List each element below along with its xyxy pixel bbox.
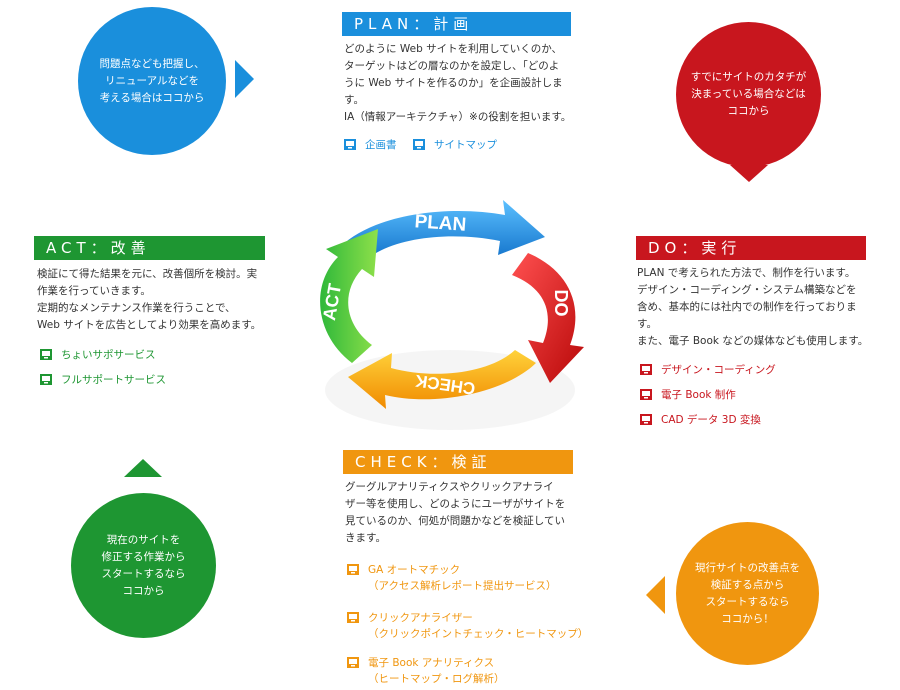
check-link-label: GA オートマチック （アクセス解析レポート提出サービス） <box>368 564 557 592</box>
plan-description: どのように Web サイトを利用していくのか、 ターゲットはどの層なのかを設定し… <box>344 43 572 123</box>
do-bubble-arrow <box>730 165 768 182</box>
cycle-label-do: DO <box>551 290 571 317</box>
check-title: CHECK：検証 <box>355 453 492 471</box>
monitor-icon <box>640 414 652 425</box>
act-link-label: ちょいサポサービス <box>61 349 156 361</box>
act-description: 検証にて得た結果を元に、改善個所を検討。実 作業を行っていきます。 定期的なメン… <box>37 268 262 331</box>
check-header: CHECK：検証 <box>343 450 573 474</box>
monitor-icon <box>640 389 652 400</box>
do-link-ebook[interactable]: 電子 Book 制作 <box>640 387 736 403</box>
plan-link-label: サイトマップ <box>434 139 497 151</box>
act-link-full-support[interactable]: フルサポートサービス <box>40 372 166 388</box>
check-link-label: 電子 Book アナリティクス （ヒートマップ・ログ解析） <box>368 657 505 685</box>
do-header: DO：実行 <box>636 236 866 260</box>
monitor-icon <box>40 349 52 360</box>
act-arc-arrow <box>320 229 378 363</box>
monitor-icon <box>344 139 356 150</box>
do-link-label: 電子 Book 制作 <box>661 389 736 401</box>
act-header: ACT：改善 <box>34 236 265 260</box>
check-bubble-text: 現行サイトの改善点を 検証する点から スタートするなら ココから！ <box>695 561 800 625</box>
plan-link-label: 企画書 <box>365 139 397 151</box>
do-link-cad-3d[interactable]: CAD データ 3D 変換 <box>640 412 761 428</box>
do-arc-arrow <box>512 253 584 383</box>
do-description: PLAN で考えられた方法で、制作を行います。 デザイン・コーディング・システム… <box>637 267 869 347</box>
plan-arc-arrow <box>340 200 545 263</box>
monitor-icon <box>347 612 359 623</box>
check-link-click-analyzer[interactable]: クリックアナライザー （クリックポイントチェック・ヒートマップ） <box>347 610 588 642</box>
plan-start-bubble: 問題点なども把握し、 リニューアルなどを 考える場合はココから <box>78 7 226 155</box>
do-link-label: CAD データ 3D 変換 <box>661 414 761 426</box>
do-start-bubble: すでにサイトのカタチが 決まっている場合などは ココから <box>676 22 821 167</box>
check-start-bubble: 現行サイトの改善点を 検証する点から スタートするなら ココから！ <box>676 522 819 665</box>
monitor-icon <box>640 364 652 375</box>
do-bubble-text: すでにサイトのカタチが 決まっている場合などは ココから <box>690 71 807 117</box>
check-arc-arrow <box>348 350 536 409</box>
do-link-label: デザイン・コーディング <box>661 364 776 376</box>
check-description: グーグルアナリティクスやクリックアナライ ザー等を使用し、どのようにユーザがサイ… <box>345 481 566 544</box>
cycle-label-plan: PLAN <box>414 211 467 236</box>
monitor-icon <box>347 657 359 668</box>
do-link-design-coding[interactable]: デザイン・コーディング <box>640 362 776 378</box>
plan-bubble-arrow <box>235 60 254 98</box>
act-start-bubble: 現在のサイトを 修正する作業から スタートするなら ココから <box>71 493 216 638</box>
plan-link-sitemap[interactable]: サイトマップ <box>413 137 497 153</box>
monitor-icon <box>413 139 425 150</box>
check-link-ga-automatic[interactable]: GA オートマチック （アクセス解析レポート提出サービス） <box>347 562 556 594</box>
check-link-label: クリックアナライザー （クリックポイントチェック・ヒートマップ） <box>368 612 589 640</box>
pdca-cycle-diagram: PLAN DO CHECK ACT <box>319 200 584 430</box>
act-bubble-text: 現在のサイトを 修正する作業から スタートするなら ココから <box>101 533 186 597</box>
act-link-label: フルサポートサービス <box>61 374 166 386</box>
act-link-choi-support[interactable]: ちょいサポサービス <box>40 347 156 363</box>
plan-bubble-text: 問題点なども把握し、 リニューアルなどを 考える場合はココから <box>99 57 205 104</box>
plan-title: PLAN：計画 <box>354 15 474 33</box>
check-link-ebook-analytics[interactable]: 電子 Book アナリティクス （ヒートマップ・ログ解析） <box>347 655 505 687</box>
act-bubble-arrow <box>124 459 162 477</box>
monitor-icon <box>40 374 52 385</box>
do-title: DO：実行 <box>648 239 742 257</box>
plan-link-planning-doc[interactable]: 企画書 <box>344 137 397 153</box>
monitor-icon <box>347 564 359 575</box>
plan-header: PLAN：計画 <box>342 12 571 36</box>
act-title: ACT：改善 <box>46 239 151 257</box>
check-bubble-arrow <box>646 576 665 614</box>
